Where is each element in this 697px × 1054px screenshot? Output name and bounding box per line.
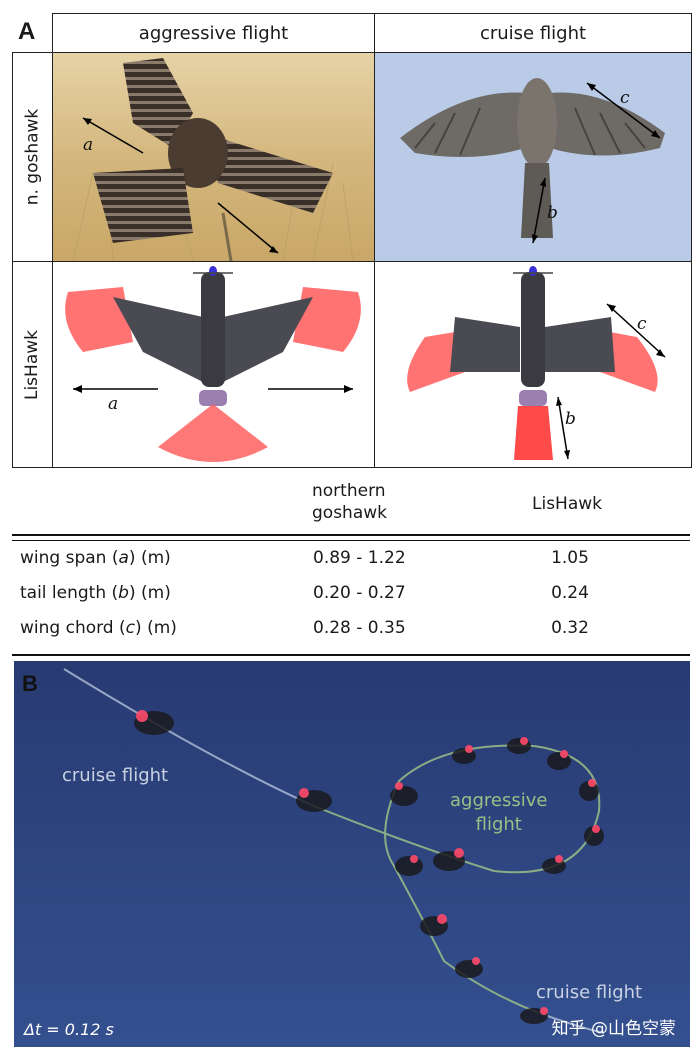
arrow-label-b-goshawk: b	[547, 203, 558, 223]
table-cell-goshawk: 0.89 - 1.22	[313, 548, 406, 568]
grid-line-bottom	[12, 467, 692, 468]
row-header-goshawk: n. goshawk	[12, 53, 52, 261]
parameter-unit: (m)	[141, 583, 171, 603]
grid-line-top	[52, 13, 692, 14]
row-header-lishawk: LisHawk	[12, 262, 52, 467]
parameter-name: wing chord	[20, 618, 114, 638]
row-header-goshawk-label: n. goshawk	[22, 108, 43, 206]
photo-lishawk-aggressive: a	[53, 262, 374, 467]
grid-line-center	[374, 13, 375, 468]
panel-a-letter: A	[18, 18, 36, 45]
parameter-name: wing span	[20, 548, 107, 568]
grid-line-label-col	[52, 13, 53, 468]
parameter-variable: c	[125, 618, 136, 638]
column-header-cruise: cruise flight	[479, 22, 587, 44]
table-rule-bottom	[12, 654, 690, 656]
photo-lishawk-cruise: c b	[375, 262, 691, 467]
photo-goshawk-cruise: c b	[375, 53, 691, 261]
table-cell-lishawk: 0.24	[551, 583, 589, 603]
grid-line-middle	[12, 261, 692, 262]
photo-goshawk-aggressive: a	[53, 53, 374, 261]
table-cell-parameter: wing span (a) (m)	[20, 548, 171, 568]
parameter-unit: (m)	[140, 548, 171, 568]
panel-b-letter: B	[22, 671, 38, 696]
parameter-variable: b	[118, 583, 129, 603]
arrow-label-c-goshawk: c	[620, 88, 630, 108]
table-cell-parameter: tail length (b) (m)	[20, 583, 171, 603]
table-rule-top	[12, 534, 690, 536]
arrow-label-a-goshawk: a	[83, 135, 93, 155]
arrow-label-a-lishawk: a	[108, 394, 118, 414]
watermark: 知乎 @山色空蒙	[551, 1019, 676, 1039]
arrow-label-c-lishawk: c	[637, 314, 647, 334]
grid-line-header	[12, 52, 692, 53]
table-rule-top-secondary	[12, 540, 690, 541]
label-aggressive-flight: aggressive flight	[450, 790, 548, 835]
parameter-name: tail length	[20, 583, 107, 603]
panel-b-photo: B cruise flight aggressive flight cruise…	[14, 661, 690, 1047]
row-header-lishawk-label: LisHawk	[22, 329, 43, 400]
label-cruise-flight-bottom: cruise flight	[536, 982, 643, 1003]
table-header-goshawk: northern goshawk	[312, 481, 387, 523]
grid-line-left	[12, 52, 13, 468]
table-header-lishawk: LisHawk	[532, 494, 603, 514]
table-cell-goshawk: 0.28 - 0.35	[313, 618, 406, 638]
time-step-label: Δt = 0.12 s	[24, 1020, 114, 1039]
table-cell-lishawk: 1.05	[551, 548, 589, 568]
parameter-unit: (m)	[147, 618, 177, 638]
label-cruise-flight-top: cruise flight	[62, 765, 169, 786]
table-cell-parameter: wing chord (c) (m)	[20, 618, 177, 638]
table-cell-lishawk: 0.32	[551, 618, 589, 638]
parameter-variable: a	[118, 548, 129, 568]
arrow-label-b-lishawk: b	[565, 409, 576, 429]
column-header-aggressive: aggressive flight	[138, 22, 289, 44]
table-cell-goshawk: 0.20 - 0.27	[313, 583, 406, 603]
grid-line-right	[691, 13, 692, 468]
